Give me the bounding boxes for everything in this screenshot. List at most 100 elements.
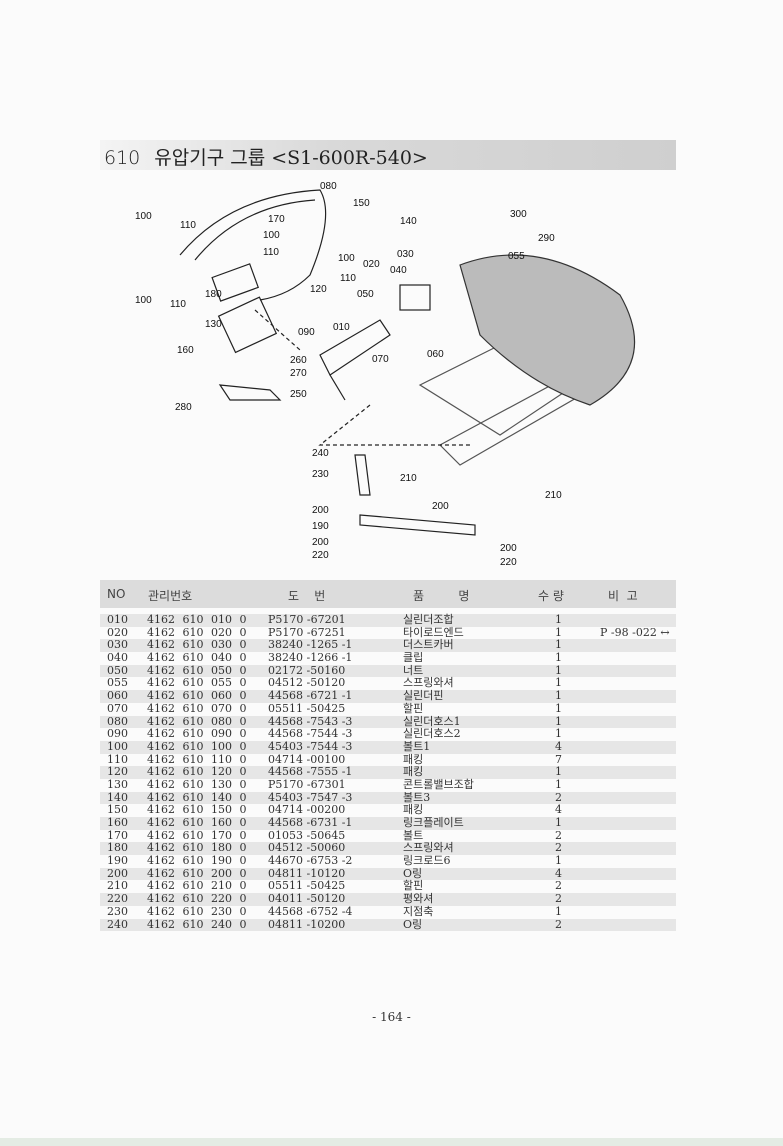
callout: 260 bbox=[290, 355, 307, 366]
quantity: 2 bbox=[555, 917, 562, 931]
management-no: 4162 610 110 0 bbox=[147, 752, 247, 766]
part-no: 070 bbox=[107, 701, 128, 715]
scan-edge bbox=[0, 1138, 783, 1146]
drawing-no: 05511 -50425 bbox=[268, 701, 346, 715]
part-name: 할핀 bbox=[403, 701, 424, 715]
drawing-no: 05511 -50425 bbox=[268, 879, 346, 893]
quantity: 1 bbox=[555, 854, 562, 868]
management-no: 4162 610 130 0 bbox=[147, 777, 247, 791]
part-no: 190 bbox=[107, 854, 128, 868]
callout: 200 bbox=[500, 543, 517, 554]
part-no: 100 bbox=[107, 739, 128, 753]
drawing-no: 04011 -50120 bbox=[268, 892, 346, 906]
management-no: 4162 610 190 0 bbox=[147, 854, 247, 868]
drawing-no: 04811 -10200 bbox=[268, 917, 346, 931]
callout: 190 bbox=[312, 521, 329, 532]
drawing-no: 44568 -6752 -4 bbox=[268, 904, 353, 918]
part-no: 210 bbox=[107, 879, 128, 893]
callout: 230 bbox=[312, 469, 329, 480]
drawing-no: 04811 -10120 bbox=[268, 866, 346, 880]
part-name: O링 bbox=[403, 866, 423, 880]
part-no: 050 bbox=[107, 663, 128, 677]
callout: 055 bbox=[508, 251, 525, 262]
drawing-no: P5170 -67251 bbox=[268, 625, 346, 639]
callout: 110 bbox=[340, 273, 356, 284]
drawing-no: P5170 -67201 bbox=[268, 613, 346, 626]
part-name: 평와셔 bbox=[403, 892, 434, 906]
part-no: 220 bbox=[107, 892, 128, 906]
title-bar bbox=[100, 140, 676, 170]
part-name: 패킹 bbox=[403, 752, 424, 766]
quantity: 1 bbox=[555, 765, 562, 779]
management-no: 4162 610 050 0 bbox=[147, 663, 247, 677]
quantity: 1 bbox=[555, 638, 562, 652]
management-no: 4162 610 240 0 bbox=[147, 917, 247, 931]
callout: 240 bbox=[312, 448, 329, 459]
quantity: 1 bbox=[555, 663, 562, 677]
part-name: 볼트3 bbox=[403, 790, 431, 804]
management-no: 4162 610 010 0 bbox=[147, 613, 247, 626]
drawing-no: P5170 -67301 bbox=[268, 777, 346, 791]
management-no: 4162 610 070 0 bbox=[147, 701, 247, 715]
group-title: 유압기구 그룹 <S1-600R-540> bbox=[154, 147, 428, 169]
drawing-no: 45403 -7544 -3 bbox=[268, 739, 353, 753]
part-no: 150 bbox=[107, 803, 128, 817]
quantity: 1 bbox=[555, 613, 562, 626]
part-no: 240 bbox=[107, 917, 128, 931]
drawing-no: 04512 -50060 bbox=[268, 841, 346, 855]
callout: 270 bbox=[290, 368, 307, 379]
management-no: 4162 610 030 0 bbox=[147, 638, 247, 652]
part-name: 스프링와셔 bbox=[403, 676, 454, 690]
remarks: P -98 -022 ↔ bbox=[600, 625, 670, 639]
drawing-no: 44568 -7543 -3 bbox=[268, 714, 353, 728]
callout: 110 bbox=[180, 220, 196, 231]
callout: 200 bbox=[432, 501, 449, 512]
part-name: 너트 bbox=[403, 663, 424, 677]
drawing-no: 04714 -00100 bbox=[268, 752, 346, 766]
callout: 150 bbox=[353, 198, 370, 209]
part-no: 055 bbox=[107, 676, 128, 690]
part-name: 실린더호스1 bbox=[403, 714, 461, 728]
quantity: 1 bbox=[555, 689, 562, 703]
part-name: 볼트 bbox=[403, 828, 424, 842]
part-name: 패킹 bbox=[403, 765, 424, 779]
callout: 100 bbox=[263, 230, 280, 241]
part-name: 실린더호스2 bbox=[403, 727, 461, 741]
part-name: 클립 bbox=[403, 651, 424, 665]
management-no: 4162 610 210 0 bbox=[147, 879, 247, 893]
callout: 030 bbox=[397, 249, 414, 260]
callout: 100 bbox=[338, 253, 355, 264]
drawing-no: 44568 -6731 -1 bbox=[268, 816, 353, 829]
quantity: 4 bbox=[555, 803, 562, 817]
part-no: 090 bbox=[107, 727, 128, 741]
quantity: 1 bbox=[555, 676, 562, 690]
quantity: 4 bbox=[555, 739, 562, 753]
management-no: 4162 610 080 0 bbox=[147, 714, 247, 728]
management-no: 4162 610 170 0 bbox=[147, 828, 247, 842]
callout: 130 bbox=[205, 319, 222, 330]
management-no: 4162 610 060 0 bbox=[147, 689, 247, 703]
quantity: 2 bbox=[555, 841, 562, 855]
part-no: 030 bbox=[107, 638, 128, 652]
quantity: 1 bbox=[555, 651, 562, 665]
part-no: 200 bbox=[107, 866, 128, 880]
callout-labels: 080 150 140 300 290 055 100 110 170 100 … bbox=[135, 181, 562, 568]
callout: 220 bbox=[500, 557, 517, 568]
drawing-no: 44568 -7544 -3 bbox=[268, 727, 353, 741]
quantity: 1 bbox=[555, 727, 562, 741]
quantity: 2 bbox=[555, 879, 562, 893]
part-name: 콘트롤밸브조합 bbox=[403, 777, 474, 791]
callout: 050 bbox=[357, 289, 374, 300]
management-no: 4162 610 055 0 bbox=[147, 676, 247, 690]
